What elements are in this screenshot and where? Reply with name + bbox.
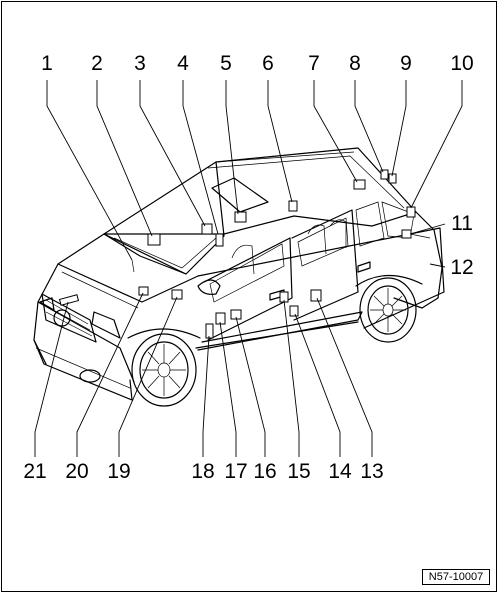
callout-20: 20 [65,460,88,483]
component-1 [131,259,135,273]
callout-1: 1 [41,52,53,75]
callout-17: 17 [224,460,247,483]
component-14 [289,305,299,317]
callout-8: 8 [349,52,361,75]
component-18 [205,323,214,339]
callout-2: 2 [91,52,103,75]
callout-7: 7 [308,52,320,75]
callout-6: 6 [262,52,274,75]
component-6 [288,200,298,212]
callout-4: 4 [177,52,189,75]
component-21 [58,294,80,306]
callout-13: 13 [360,460,383,483]
component-19 [171,289,183,300]
component-7 [353,179,366,190]
callout-15: 15 [287,460,310,483]
callout-12: 12 [450,256,473,279]
component-11 [401,229,412,239]
callout-11: 11 [451,212,473,235]
callout-3: 3 [134,52,146,75]
component-5 [234,211,247,223]
component-20 [138,286,149,296]
callout-10: 10 [450,52,473,75]
component-3 [201,223,213,235]
component-8 [380,169,389,180]
callout-5: 5 [220,52,232,75]
callout-18: 18 [191,460,214,483]
component-13 [310,289,322,302]
callout-19: 19 [107,460,130,483]
callout-21: 21 [23,460,46,483]
component-16 [230,309,242,320]
vehicle-body [33,147,445,407]
callout-labels: 1 2 3 4 5 6 7 8 9 10 11 12 21 20 19 18 1… [23,52,473,483]
callout-14: 14 [328,460,352,483]
component-markers [58,169,416,339]
component-4 [215,233,224,247]
figure-reference-code: N57-10007 [422,569,490,585]
component-10 [406,206,416,218]
callout-9: 9 [400,52,412,75]
leader-lines [34,80,463,457]
component-2 [147,233,161,246]
callout-16: 16 [253,460,276,483]
